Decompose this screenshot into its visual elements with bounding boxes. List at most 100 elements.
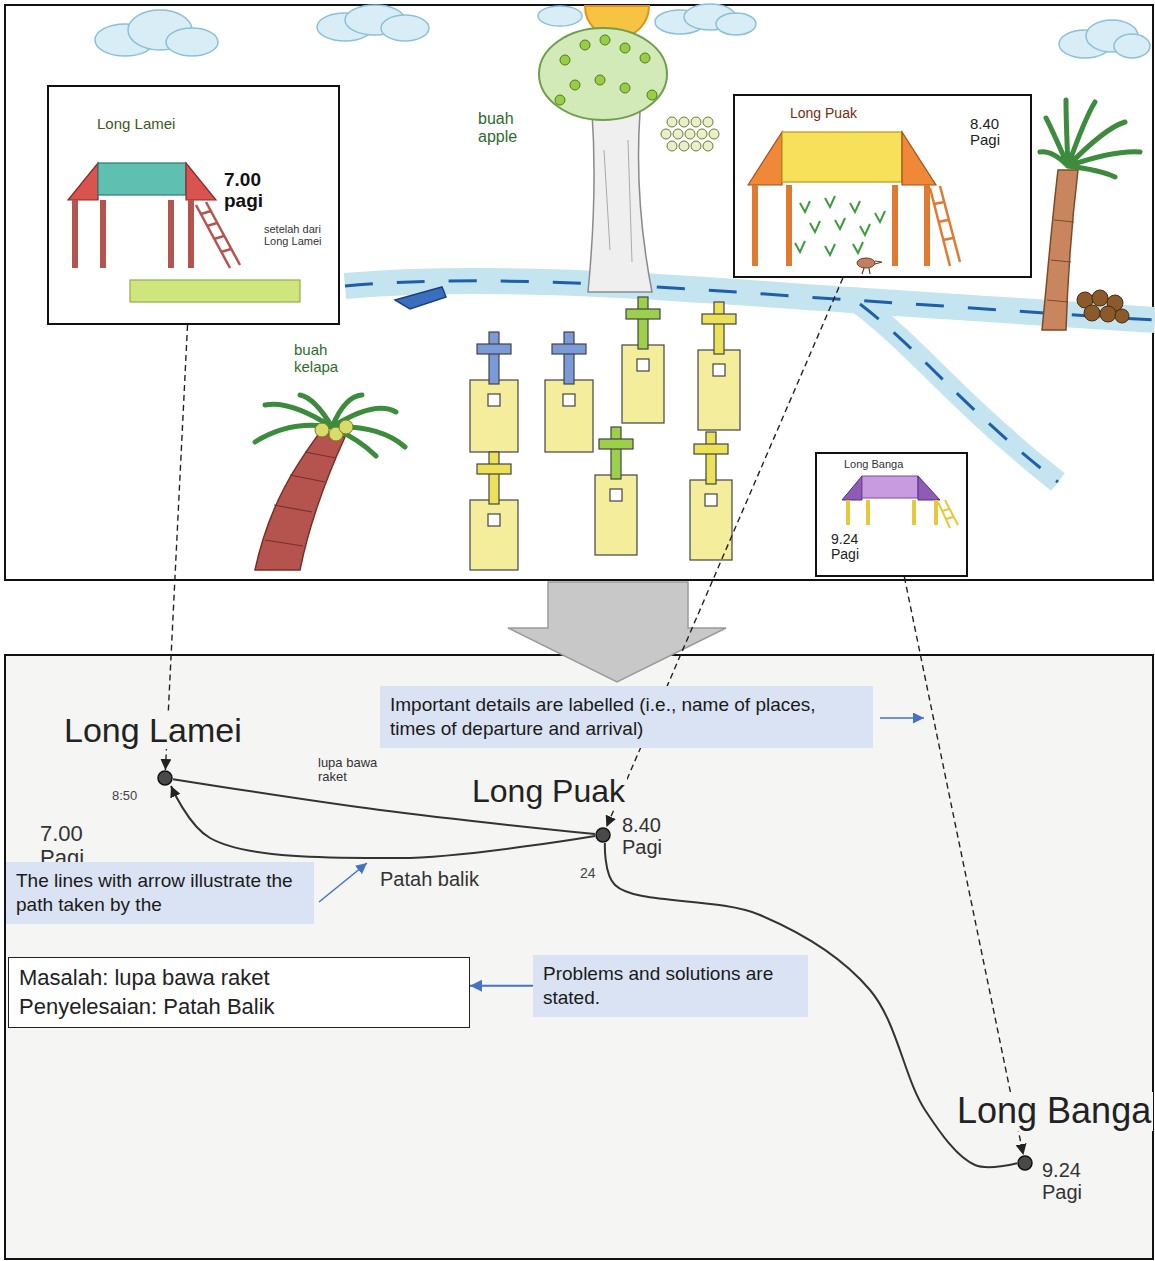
house-banga bbox=[815, 452, 968, 577]
house-lamei bbox=[100, 200, 106, 268]
time-label: 24 bbox=[578, 866, 598, 881]
cloud bbox=[381, 15, 429, 41]
fruit-pile bbox=[679, 117, 689, 127]
house-lamei bbox=[72, 200, 78, 268]
annotation-callout: Problems and solutions are stated. bbox=[533, 955, 808, 1017]
grave bbox=[611, 427, 621, 479]
grave bbox=[610, 489, 622, 501]
coconut-pile bbox=[1077, 290, 1129, 323]
time-label: 7.00 pagi bbox=[224, 170, 274, 211]
river bbox=[345, 281, 1155, 320]
house-banga bbox=[938, 500, 958, 528]
place-dot: Long Banga9.24 Pagi bbox=[1017, 1155, 1033, 1171]
place-dot: Long Lamei8:507.00 Pagi bbox=[157, 770, 173, 786]
callout-leader bbox=[880, 717, 924, 719]
grave bbox=[637, 359, 649, 371]
grave bbox=[595, 475, 637, 555]
grave bbox=[563, 394, 575, 406]
coconut-tree bbox=[1042, 170, 1078, 330]
grave bbox=[470, 380, 518, 452]
route-label: Patah balik bbox=[378, 868, 481, 890]
time-label: 8:50 bbox=[110, 789, 139, 803]
place-name: Long Lamei bbox=[62, 712, 244, 749]
house-lamei bbox=[47, 85, 340, 325]
grave bbox=[488, 514, 500, 526]
fruit-pile bbox=[679, 141, 689, 151]
grave bbox=[470, 500, 518, 570]
house-lamei bbox=[130, 280, 300, 302]
apple-tree bbox=[604, 140, 632, 262]
fruit-label: buah kelapa bbox=[294, 342, 356, 375]
place-name: Long Lamei bbox=[97, 116, 175, 132]
house-lamei bbox=[47, 85, 340, 325]
problem-solution-box: Masalah: lupa bawa raketPenyelesaian: Pa… bbox=[8, 957, 470, 1028]
place-panel: Long Banga9.24 Pagi bbox=[815, 452, 968, 577]
coconut-tree bbox=[1040, 100, 1140, 177]
house-puak bbox=[782, 132, 902, 182]
house-banga bbox=[912, 500, 916, 525]
dot-shape bbox=[157, 770, 173, 786]
coconut-tree bbox=[1047, 220, 1074, 302]
dot-shape bbox=[595, 827, 611, 843]
fruit-pile bbox=[703, 141, 713, 151]
fruit-pile bbox=[691, 117, 701, 127]
house-puak bbox=[892, 185, 898, 266]
house-puak bbox=[924, 185, 930, 266]
node-text: The lines with arrow illustrate the path… bbox=[16, 869, 304, 917]
boat bbox=[395, 287, 446, 309]
place-dot-circle bbox=[158, 771, 172, 785]
house-lamei bbox=[186, 163, 216, 200]
fruit-pile bbox=[691, 141, 701, 151]
boat bbox=[395, 287, 446, 309]
grave bbox=[599, 439, 633, 449]
coconut-tree bbox=[1040, 100, 1140, 330]
coconut-pile bbox=[1092, 290, 1108, 306]
apple-tree bbox=[539, 28, 667, 120]
transition-arrow bbox=[508, 582, 726, 682]
coconut-tree bbox=[255, 395, 405, 570]
apple-fruit bbox=[580, 40, 590, 50]
node-text: Problems and solutions are stated. bbox=[543, 962, 798, 1010]
apple-tree bbox=[539, 28, 667, 292]
house-lamei bbox=[168, 200, 174, 268]
time-label: 8.40 Pagi bbox=[620, 815, 676, 858]
grave bbox=[694, 444, 728, 454]
house-puak bbox=[733, 94, 1032, 278]
node-text: Important details are labelled (i.e., na… bbox=[390, 693, 863, 741]
house-puak bbox=[733, 94, 1032, 278]
house-banga bbox=[918, 476, 940, 500]
river bbox=[345, 281, 1155, 482]
node-text: Penyelesaian: Patah Balik bbox=[19, 993, 459, 1022]
grave bbox=[690, 480, 732, 560]
place-name: Long Puak bbox=[470, 774, 627, 809]
grave bbox=[488, 394, 500, 406]
fruit-pile bbox=[661, 129, 671, 139]
house-puak bbox=[902, 132, 936, 185]
grave bbox=[477, 464, 511, 474]
coconut-tree bbox=[339, 420, 353, 434]
place-name: Long Banga bbox=[955, 1092, 1153, 1131]
grave bbox=[622, 345, 664, 423]
grave bbox=[702, 314, 736, 324]
cloud bbox=[1114, 34, 1150, 58]
cloud bbox=[166, 28, 218, 56]
sun bbox=[538, 6, 582, 26]
fruit-pile bbox=[685, 129, 695, 139]
grave bbox=[470, 297, 740, 570]
route-label: lupa bawa raket bbox=[316, 756, 392, 785]
house-puak bbox=[795, 196, 885, 255]
grave bbox=[552, 344, 586, 354]
grave bbox=[489, 332, 499, 384]
grave bbox=[564, 332, 574, 384]
fruit-pile bbox=[673, 129, 683, 139]
grave bbox=[545, 380, 593, 452]
house-puak bbox=[748, 132, 782, 185]
coconut-tree bbox=[315, 423, 329, 437]
grave bbox=[638, 297, 648, 349]
house-puak bbox=[862, 261, 882, 274]
grave bbox=[714, 302, 724, 354]
house-puak bbox=[930, 186, 960, 266]
coconut-tree bbox=[265, 452, 336, 546]
